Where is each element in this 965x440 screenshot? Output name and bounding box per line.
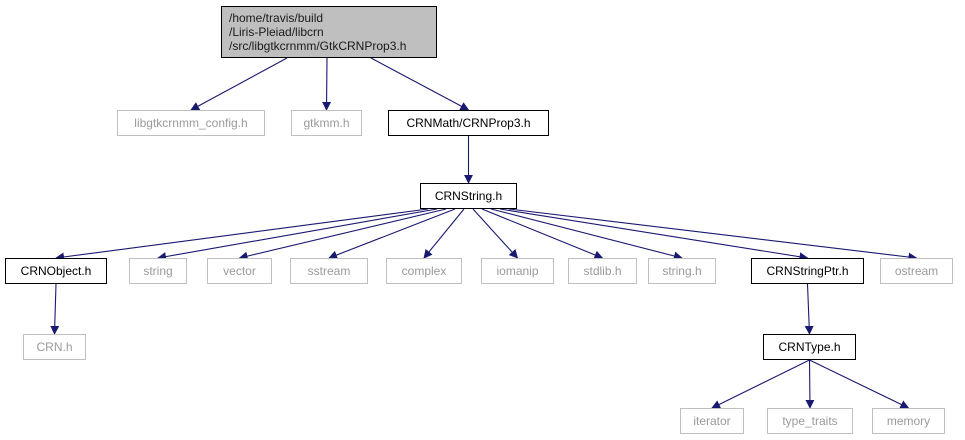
edge-crnobject-to-crn (50, 283, 60, 335)
node-libgtkcrnmm-config: libgtkcrnmm_config.h (117, 110, 265, 136)
edge-crnstring-to-string (157, 208, 438, 262)
edge-crnstring-to-string_h (490, 208, 683, 261)
node-string-h: string.h (648, 258, 716, 284)
root-path-line-2: /Liris-Pleiad/libcrn (229, 25, 324, 39)
node-vector: vector (207, 258, 272, 284)
node-ostream: ostream (880, 258, 953, 284)
edge-crnstring-to-iomanip (472, 208, 519, 259)
edge-crntype-to-iterator (711, 359, 810, 409)
edge-root-to-libgtkcrnmm_config (190, 57, 288, 111)
edge-crnstring-to-crnstringptr (499, 208, 809, 262)
node-stdlib: stdlib.h (568, 258, 637, 284)
node-crntype[interactable]: CRNType.h (763, 334, 856, 360)
node-crn: CRN.h (23, 334, 86, 360)
node-crnstring[interactable]: CRNString.h (420, 183, 517, 209)
edge-crntype-to-memory (809, 359, 910, 409)
node-string: string (129, 258, 187, 284)
node-memory: memory (872, 408, 945, 434)
node-crnobject[interactable]: CRNObject.h (5, 258, 107, 284)
edge-crnstringptr-to-crntype (804, 283, 814, 335)
node-crnstringptr[interactable]: CRNStringPtr.h (751, 258, 864, 284)
edge-crnstring-to-ostream (508, 208, 918, 262)
node-gtkmm: gtkmm.h (291, 110, 362, 136)
root-path-line-1: /home/travis/build (229, 11, 324, 25)
edge-root-to-crnprop3 (370, 57, 470, 111)
node-complex: complex (386, 258, 462, 284)
edge-crnstring-to-complex (423, 208, 465, 259)
root-path-line-3: /src/libgtkcrnmm/GtkCRNProp3.h (229, 39, 407, 53)
edge-crnstring-to-vector (238, 208, 447, 261)
node-crnprop3[interactable]: CRNMath/CRNProp3.h (388, 110, 549, 136)
node-iomanip: iomanip (481, 258, 554, 284)
node-iterator: iterator (680, 408, 744, 434)
edge-crnstring-to-sstream (328, 208, 456, 260)
edge-crntype-to-type_traits (805, 359, 815, 409)
node-sstream: sstream (290, 258, 368, 284)
edge-root-to-gtkmm (322, 57, 332, 111)
node-type-traits: type_traits (767, 408, 853, 434)
edge-crnstring-to-stdlib (481, 208, 604, 260)
root-file-node: /home/travis/build /Liris-Pleiad/libcrn … (221, 6, 437, 58)
edge-crnstring-to-crnobject (55, 208, 429, 262)
